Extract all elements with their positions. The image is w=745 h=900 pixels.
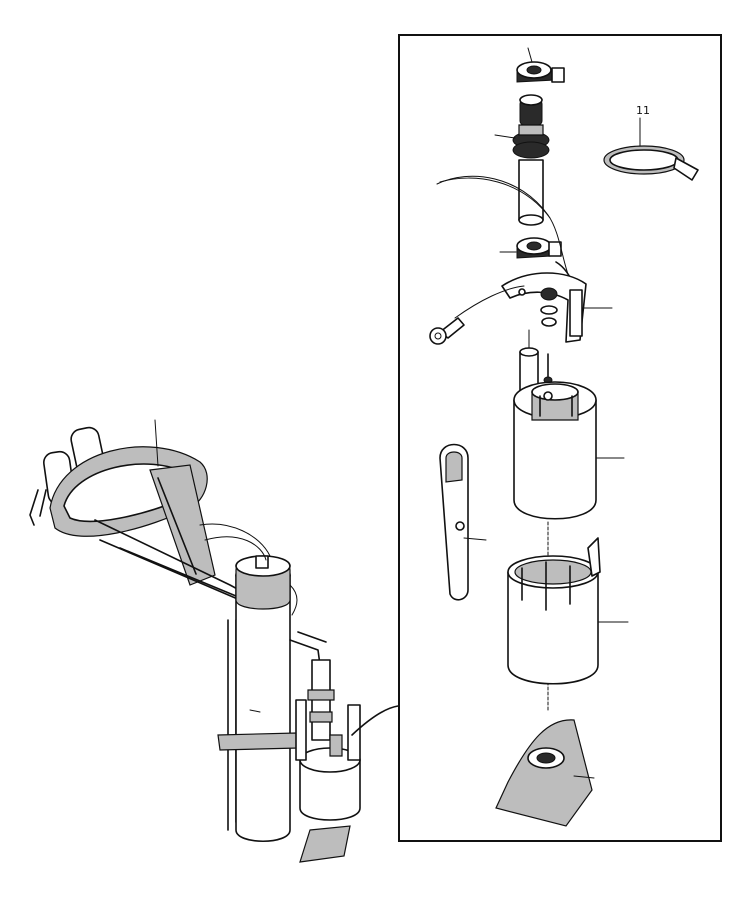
fuel-strainer [495,719,595,827]
pump-motor-housing [513,381,625,520]
strap-reference-number: 11 [636,104,650,117]
hose-clamp-lower [499,237,562,259]
retaining-clip [439,443,487,601]
hose-clamp-upper [516,47,565,83]
terminal-bracket [501,272,613,343]
retaining-strap: 11 [603,104,699,181]
assembled-pump-unit [29,419,399,863]
fuel-hose [494,94,550,226]
ground-lead [429,285,525,345]
detail-frame [398,34,722,842]
pump-sleeve [507,537,629,685]
